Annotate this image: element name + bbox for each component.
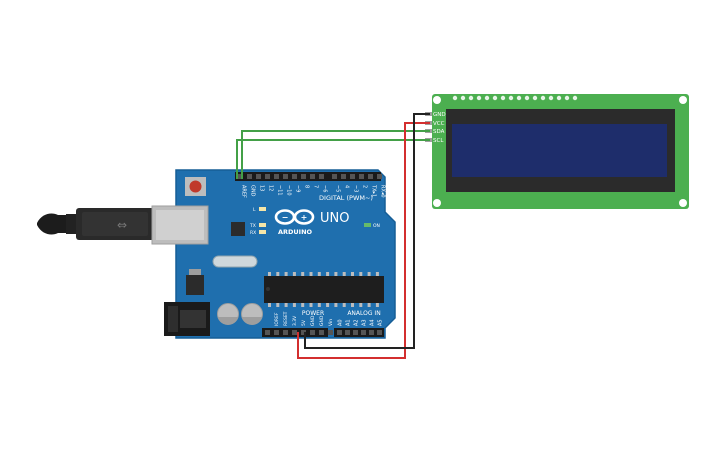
power-label: POWER bbox=[302, 310, 324, 317]
digital-pin-label: 4 bbox=[344, 185, 350, 188]
digital-pin-label: GND bbox=[250, 185, 256, 197]
power-pin-hole[interactable] bbox=[310, 330, 315, 335]
digital-pin-hole[interactable] bbox=[238, 174, 243, 179]
analog-pin-label: A1 bbox=[346, 319, 352, 326]
digital-pin-hole[interactable] bbox=[283, 174, 288, 179]
analog-pin-hole[interactable] bbox=[337, 330, 342, 335]
digital-pin-hole[interactable] bbox=[368, 174, 373, 179]
digital-pin-hole[interactable] bbox=[292, 174, 297, 179]
led-l-label: L bbox=[253, 207, 256, 213]
power-pin-hole[interactable] bbox=[328, 330, 333, 335]
power-pin-hole[interactable] bbox=[292, 330, 297, 335]
lcd-screen bbox=[452, 124, 667, 177]
analog-pin-hole[interactable] bbox=[353, 330, 358, 335]
power-pin-label: 3.3V bbox=[292, 315, 298, 326]
analog-pin-hole[interactable] bbox=[345, 330, 350, 335]
power-pin-label: GND bbox=[319, 315, 325, 326]
digital-pin-hole[interactable] bbox=[256, 174, 261, 179]
usb-chip bbox=[231, 222, 245, 236]
wire-scl bbox=[236, 139, 430, 179]
analog-pin-label: A4 bbox=[370, 319, 376, 326]
digital-pin-hole[interactable] bbox=[319, 174, 324, 179]
arduino-logo: − + ARDUINO bbox=[274, 209, 315, 236]
power-led bbox=[364, 223, 371, 227]
digital-pin-label: 8 bbox=[304, 185, 310, 188]
lcd-i2c-module[interactable]: GND VCC SDA SCL bbox=[425, 94, 689, 209]
digital-pin-label: RX◂0 bbox=[380, 185, 386, 198]
lcd-pin-label: GND bbox=[433, 112, 446, 118]
lcd-pin-label: SDA bbox=[433, 129, 445, 135]
led-rx-label: RX bbox=[250, 230, 256, 236]
arduino-logo-text: ARDUINO bbox=[278, 228, 313, 236]
wires bbox=[236, 113, 430, 359]
analog-pin-hole[interactable] bbox=[369, 330, 374, 335]
power-pin-label: IOREF bbox=[274, 312, 280, 326]
analog-label: ANALOG IN bbox=[347, 310, 380, 317]
lcd-pin-label: SCL bbox=[433, 138, 444, 144]
digital-pin-hole[interactable] bbox=[247, 174, 252, 179]
digital-pin-label: AREF bbox=[241, 185, 247, 198]
reset-button[interactable] bbox=[185, 177, 206, 196]
digital-pin-hole[interactable] bbox=[301, 174, 306, 179]
power-pin-label: GND bbox=[310, 315, 316, 326]
digital-pin-label: 2 bbox=[362, 185, 368, 188]
power-pin-hole[interactable] bbox=[319, 330, 324, 335]
led-tx-label: TX bbox=[249, 223, 256, 229]
svg-text:⇔: ⇔ bbox=[117, 218, 127, 232]
power-pin-hole[interactable] bbox=[301, 330, 306, 335]
digital-pin-label: ~10 bbox=[286, 185, 292, 196]
digital-pin-label: ~6 bbox=[322, 185, 328, 192]
digital-pin-label: 13 bbox=[259, 185, 265, 191]
digital-pin-hole[interactable] bbox=[341, 174, 346, 179]
digital-pin-hole[interactable] bbox=[265, 174, 270, 179]
analog-pin-label: A0 bbox=[338, 319, 344, 326]
wire-sda bbox=[241, 130, 430, 179]
atmega-microcontroller bbox=[264, 272, 384, 307]
crystal-oscillator bbox=[212, 255, 258, 268]
digital-pin-hole[interactable] bbox=[274, 174, 279, 179]
status-leds: L TX RX bbox=[249, 207, 266, 236]
digital-pin-label: 7 bbox=[313, 185, 319, 188]
digital-pin-hole[interactable] bbox=[332, 174, 337, 179]
svg-text:−: − bbox=[282, 213, 289, 222]
dc-power-jack bbox=[164, 302, 210, 336]
voltage-regulator bbox=[186, 269, 204, 295]
analog-pin-label: A2 bbox=[354, 319, 360, 326]
wire-gnd bbox=[304, 113, 430, 349]
digital-pin-label: ~3 bbox=[353, 185, 359, 192]
power-pin-hole[interactable] bbox=[274, 330, 279, 335]
digital-pin-label: ~5 bbox=[335, 185, 341, 192]
digital-pin-label: TX▸1 bbox=[371, 184, 377, 197]
power-pin-hole[interactable] bbox=[265, 330, 270, 335]
analog-pin-label: A3 bbox=[362, 319, 368, 326]
power-pin-label: 5V bbox=[301, 319, 307, 326]
capacitors bbox=[217, 303, 263, 325]
power-pin-label: Vin bbox=[328, 319, 334, 326]
power-pin-hole[interactable] bbox=[283, 330, 288, 335]
on-label: ON bbox=[373, 223, 380, 229]
model-label: UNO bbox=[320, 211, 349, 226]
digital-pin-hole[interactable] bbox=[350, 174, 355, 179]
analog-pin-label: A5 bbox=[378, 319, 384, 326]
usb-cable: ⇔ bbox=[37, 208, 154, 240]
digital-pin-label: ~11 bbox=[277, 185, 283, 196]
digital-pin-label: 12 bbox=[268, 185, 274, 191]
analog-pin-hole[interactable] bbox=[361, 330, 366, 335]
lcd-pin-label: VCC bbox=[433, 121, 445, 127]
svg-text:+: + bbox=[301, 213, 308, 222]
power-pin-label: RESET bbox=[283, 311, 289, 326]
digital-label: DIGITAL (PWM~) bbox=[319, 194, 373, 202]
analog-pin-hole[interactable] bbox=[377, 330, 382, 335]
digital-pin-hole[interactable] bbox=[310, 174, 315, 179]
digital-pin-hole[interactable] bbox=[377, 174, 382, 179]
digital-pin-hole[interactable] bbox=[359, 174, 364, 179]
digital-pin-label: ~9 bbox=[295, 185, 301, 192]
